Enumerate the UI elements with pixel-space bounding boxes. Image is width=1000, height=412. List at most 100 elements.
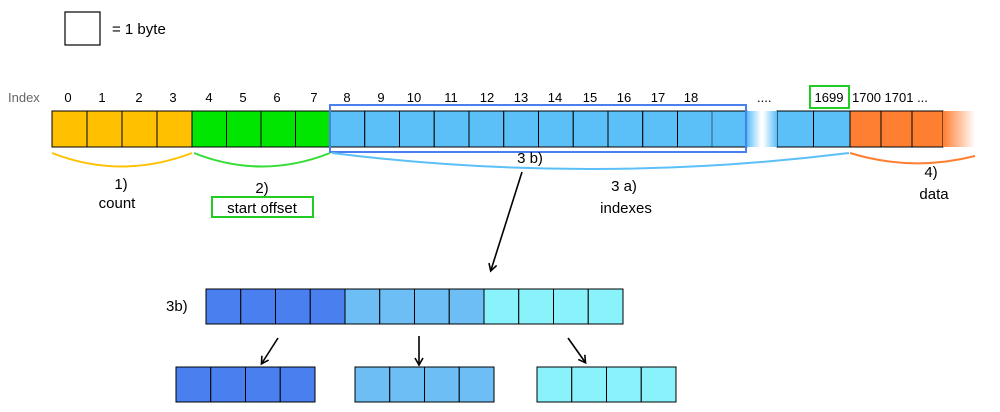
byte-cell-index	[711, 110, 748, 148]
main-byte-strip	[51, 110, 944, 148]
legend-text: = 1 byte	[112, 21, 166, 38]
index-1699-highlight	[809, 85, 850, 109]
byte-cell-index	[813, 110, 851, 148]
index-number: 5	[239, 90, 246, 105]
byte-cell-index	[468, 110, 505, 148]
arrow-to-detail	[488, 171, 523, 273]
byte-cell-start-offset	[226, 110, 262, 148]
split-byte-cell	[389, 366, 425, 403]
byte-cell-index	[399, 110, 435, 148]
detail-byte-cell	[379, 288, 415, 325]
start-offset-name: start offset	[227, 200, 298, 217]
strip-fade-right	[763, 111, 777, 147]
index-ellipsis: ....	[757, 90, 771, 105]
index-number: 6	[273, 90, 280, 105]
byte-cell-index	[572, 110, 609, 148]
index-number: 15	[583, 90, 597, 105]
split-byte-cell	[536, 366, 573, 403]
count-name: count	[99, 195, 137, 212]
index-number: 11	[444, 90, 458, 105]
byte-cell-start-offset	[260, 110, 296, 148]
byte-cell-index	[364, 110, 400, 148]
detail-byte-cell	[448, 288, 485, 325]
index-number: 16	[617, 90, 631, 105]
start-offset-num: 2)	[255, 180, 268, 197]
index-number: 17	[651, 90, 665, 105]
split-byte-cell	[640, 366, 677, 403]
index-number: 2	[135, 90, 142, 105]
byte-cell-data	[911, 110, 944, 148]
byte-cell-index	[677, 110, 713, 148]
brace-start-offset	[193, 152, 331, 168]
byte-cell-index	[642, 110, 678, 148]
split-byte-cell	[245, 366, 281, 403]
data-name-label: data	[919, 186, 949, 203]
indexes-num: 3 a)	[611, 178, 637, 195]
detail-byte-strip	[205, 288, 624, 325]
arrow-split-left	[260, 337, 279, 366]
index-tail: 1700 1701 ...	[852, 90, 928, 105]
detail-byte-cell	[205, 288, 242, 325]
brace-indexes	[331, 152, 850, 170]
strip-fade-left	[747, 111, 761, 147]
brace-data	[849, 152, 976, 165]
byte-cell-data	[880, 110, 913, 148]
byte-cell-index	[538, 110, 574, 148]
data-fade	[943, 111, 975, 147]
detail-byte-cell	[483, 288, 520, 325]
split-byte-cell	[458, 366, 495, 403]
split-byte-cell	[210, 366, 246, 403]
index-number: 1	[98, 90, 105, 105]
detail-byte-cell	[518, 288, 554, 325]
split-groups	[175, 366, 677, 403]
group-3b-label: 3 b)	[517, 150, 543, 167]
count-num: 1)	[114, 176, 127, 193]
group-3b-outline	[329, 104, 747, 153]
byte-cell-start-offset	[295, 110, 331, 148]
index-number: 9	[377, 90, 384, 105]
byte-cell-count	[86, 110, 123, 148]
byte-cell-count	[51, 110, 88, 148]
split-byte-cell	[279, 366, 316, 403]
index-number: 14	[548, 90, 562, 105]
index-number: 10	[407, 90, 421, 105]
split-byte-cell	[606, 366, 642, 403]
start-offset-highlight	[211, 196, 314, 218]
indexes-name: indexes	[600, 200, 652, 217]
byte-cell-index	[329, 110, 366, 148]
detail-byte-cell	[587, 288, 624, 325]
detail-byte-cell	[553, 288, 589, 325]
index-1699: 1699	[815, 90, 844, 105]
index-number: 8	[343, 90, 350, 105]
byte-cell-index	[776, 110, 814, 148]
detail-byte-cell	[414, 288, 450, 325]
byte-cell-data	[849, 110, 882, 148]
index-number: 18	[684, 90, 698, 105]
detail-byte-cell	[275, 288, 311, 325]
split-byte-cell	[354, 366, 391, 403]
byte-cell-index	[607, 110, 644, 148]
byte-cell-start-offset	[191, 110, 227, 148]
detail-byte-cell	[344, 288, 381, 325]
detail-label: 3b)	[166, 298, 188, 315]
byte-cell-index	[433, 110, 470, 148]
arrow-split-right	[567, 337, 587, 365]
split-byte-cell	[424, 366, 460, 403]
index-number: 13	[514, 90, 528, 105]
detail-byte-cell	[309, 288, 346, 325]
detail-byte-cell	[240, 288, 276, 325]
index-number: 0	[64, 90, 71, 105]
legend-byte-box	[64, 11, 101, 46]
index-number: 3	[169, 90, 176, 105]
index-label: Index	[8, 90, 40, 105]
brace-count	[51, 152, 193, 168]
byte-cell-index	[503, 110, 539, 148]
index-number: 7	[310, 90, 317, 105]
index-number: 12	[480, 90, 494, 105]
split-byte-cell	[175, 366, 212, 403]
index-number: 4	[205, 90, 212, 105]
byte-cell-count	[156, 110, 193, 148]
data-num: 4)	[924, 164, 937, 181]
